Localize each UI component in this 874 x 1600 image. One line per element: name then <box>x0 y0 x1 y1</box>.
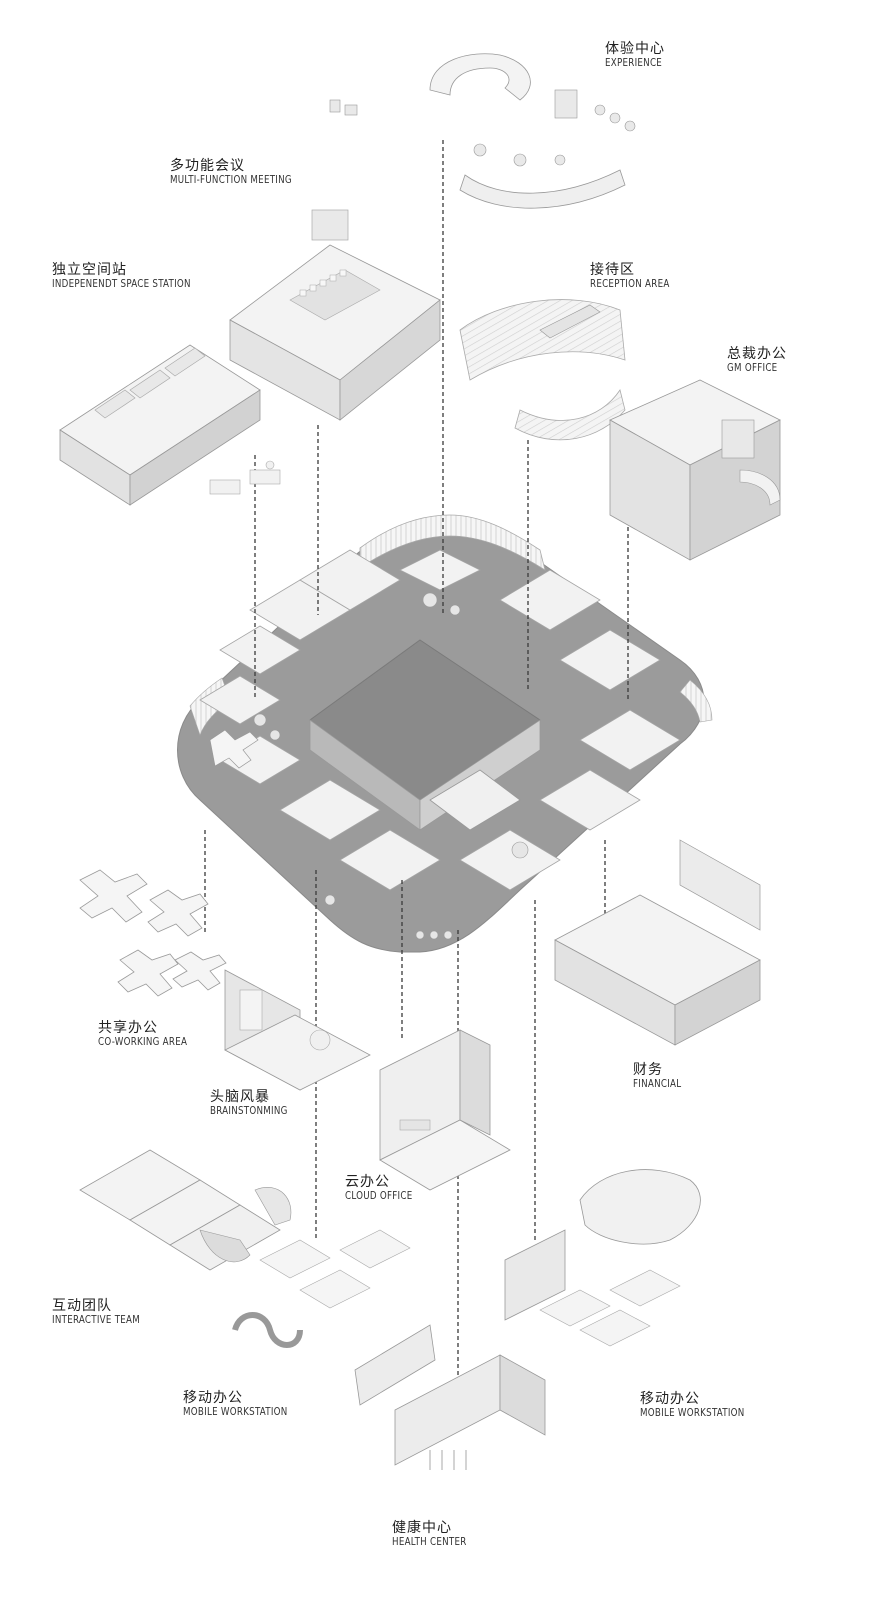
label-multi-function-zh: 多功能会议 <box>170 158 245 174</box>
label-reception-zh: 接待区 <box>590 262 635 278</box>
label-health-center: 健康中心 HEALTH CENTER <box>392 1520 477 1549</box>
health-center-module <box>394 1354 546 1470</box>
label-financial: 财务 FINANCIAL <box>633 1062 688 1091</box>
reception-module <box>459 299 626 441</box>
label-brainstorming: 头脑风暴 BRAINSTONMING <box>210 1089 298 1118</box>
mobile-workstation-left-module <box>232 1229 436 1406</box>
label-mobile-right-en: MOBILE WORKSTATION <box>640 1406 745 1420</box>
label-co-working-zh: 共享办公 <box>98 1020 158 1036</box>
label-independent-en: INDEPENENDT SPACE STATION <box>52 277 191 291</box>
central-floor-plate <box>177 514 713 953</box>
label-mobile-left-en: MOBILE WORKSTATION <box>183 1405 288 1419</box>
label-mobile-right: 移动办公 MOBILE WORKSTATION <box>640 1391 759 1420</box>
label-interactive-team: 互动团队 INTERACTIVE TEAM <box>52 1298 152 1327</box>
multi-function-meeting-module <box>229 209 441 421</box>
label-interactive-team-en: INTERACTIVE TEAM <box>52 1313 141 1327</box>
label-cloud-office: 云办公 CLOUD OFFICE <box>345 1174 422 1203</box>
label-co-working-en: CO-WORKING AREA <box>98 1035 188 1049</box>
label-experience-zh: 体验中心 <box>605 41 665 57</box>
label-cloud-office-en: CLOUD OFFICE <box>345 1189 413 1203</box>
experience-module <box>329 53 636 209</box>
label-reception-en: RECEPTION AREA <box>590 277 670 291</box>
label-financial-en: FINANCIAL <box>633 1077 682 1091</box>
label-co-working: 共享办公 CO-WORKING AREA <box>98 1020 199 1049</box>
co-working-module <box>79 869 227 997</box>
label-health-center-zh: 健康中心 <box>392 1520 452 1536</box>
label-gm-office-zh: 总裁办公 <box>727 346 787 362</box>
label-health-center-en: HEALTH CENTER <box>392 1535 467 1549</box>
label-independent: 独立空间站 INDEPENENDT SPACE STATION <box>52 262 210 291</box>
cloud-office-module <box>379 1029 511 1191</box>
gm-office-module <box>609 379 781 561</box>
label-experience-en: EXPERIENCE <box>605 56 663 70</box>
label-cloud-office-zh: 云办公 <box>345 1174 390 1190</box>
label-experience: 体验中心 EXPERIENCE <box>605 41 670 70</box>
label-mobile-left: 移动办公 MOBILE WORKSTATION <box>183 1390 302 1419</box>
interactive-team-module <box>79 1149 292 1271</box>
brainstorming-module <box>224 969 371 1091</box>
label-mobile-left-zh: 移动办公 <box>183 1390 243 1406</box>
label-financial-zh: 财务 <box>633 1062 663 1078</box>
label-independent-zh: 独立空间站 <box>52 262 127 278</box>
financial-module <box>554 839 761 1046</box>
independent-space-station-module <box>59 344 281 506</box>
label-brainstorming-en: BRAINSTONMING <box>210 1104 288 1118</box>
label-multi-function-en: MULTI-FUNCTION MEETING <box>170 173 292 187</box>
label-brainstorming-zh: 头脑风暴 <box>210 1089 270 1105</box>
label-reception: 接待区 RECEPTION AREA <box>590 262 680 291</box>
label-gm-office-en: GM OFFICE <box>727 361 778 375</box>
label-interactive-team-zh: 互动团队 <box>52 1298 112 1314</box>
label-multi-function: 多功能会议 MULTI-FUNCTION MEETING <box>170 158 309 187</box>
mobile-workstation-right-module <box>504 1169 701 1347</box>
label-gm-office: 总裁办公 GM OFFICE <box>727 346 787 375</box>
label-mobile-right-zh: 移动办公 <box>640 1391 700 1407</box>
